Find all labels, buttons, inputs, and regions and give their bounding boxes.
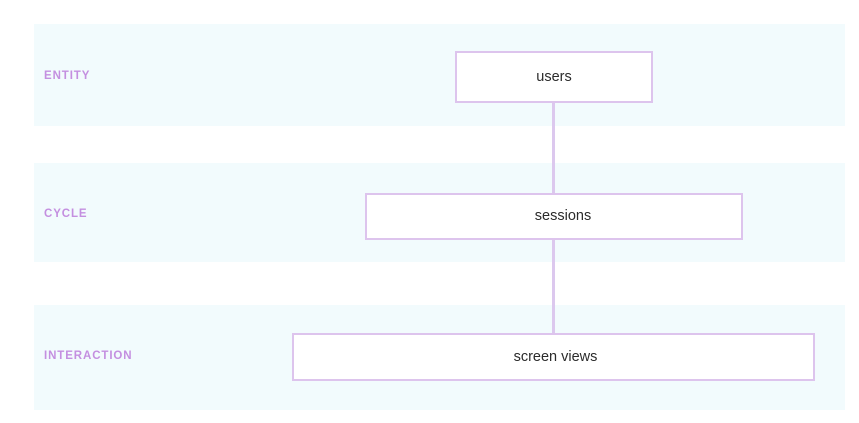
node-users[interactable]: users bbox=[455, 51, 653, 103]
tier-band-entity bbox=[34, 24, 845, 126]
node-sessions[interactable]: sessions bbox=[365, 193, 743, 240]
tier-label-interaction: INTERACTION bbox=[44, 350, 133, 362]
tier-label-entity: ENTITY bbox=[44, 70, 91, 82]
node-screen-views[interactable]: screen views bbox=[292, 333, 815, 381]
connector-users-to-sessions bbox=[552, 101, 555, 194]
node-screen-views-label: screen views bbox=[513, 348, 598, 365]
connector-sessions-to-screen-views bbox=[552, 238, 555, 334]
node-sessions-label: sessions bbox=[534, 208, 592, 225]
node-users-label: users bbox=[536, 68, 572, 85]
tier-label-cycle: CYCLE bbox=[44, 208, 88, 220]
